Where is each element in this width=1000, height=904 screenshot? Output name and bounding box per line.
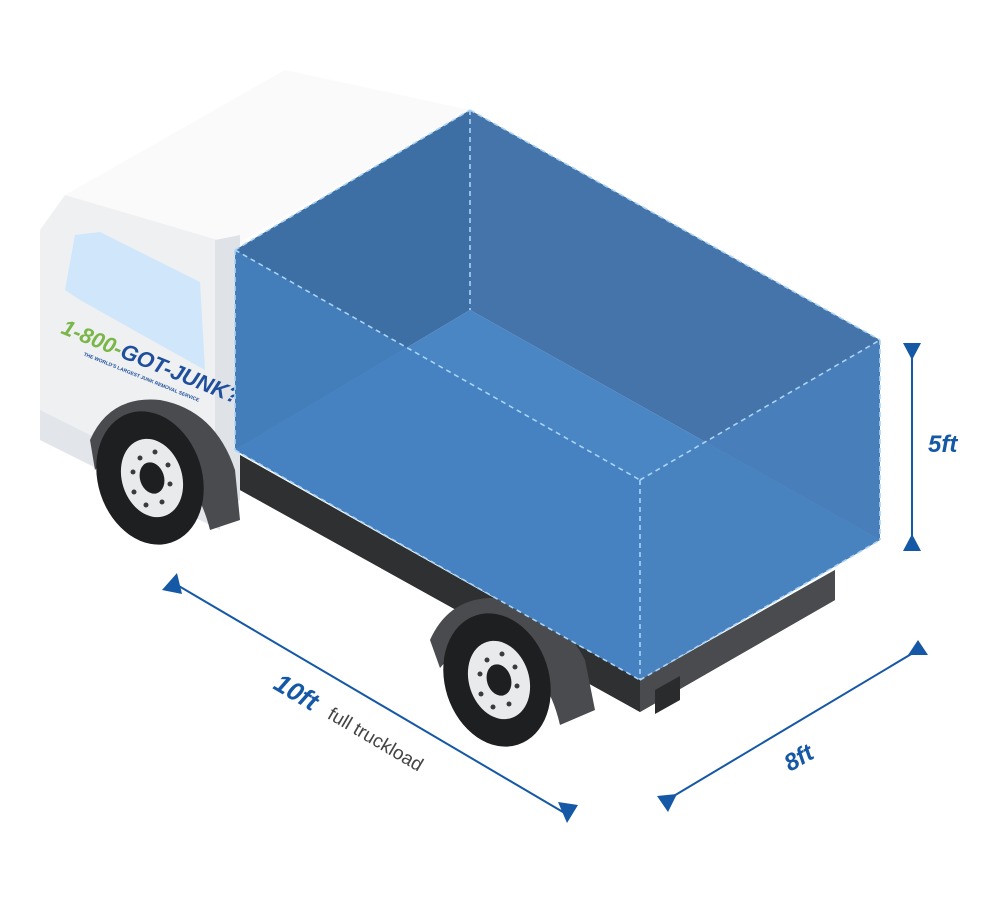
cab-window bbox=[65, 232, 205, 370]
front-wheel bbox=[90, 399, 240, 545]
width-arrow-end bbox=[908, 640, 928, 655]
cargo-near-wall bbox=[235, 250, 640, 680]
length-note: full truckload bbox=[324, 704, 427, 776]
cargo-end-wall bbox=[640, 340, 880, 680]
cargo-box bbox=[234, 109, 881, 681]
width-arrow-line bbox=[666, 649, 919, 801]
width-arrow-start bbox=[657, 794, 677, 812]
length-arrow-end bbox=[558, 802, 578, 823]
height-arrow-bottom bbox=[903, 534, 921, 551]
length-arrow-start bbox=[162, 573, 182, 594]
width-label: 8ft bbox=[780, 739, 820, 778]
length-arrow-line bbox=[171, 581, 569, 816]
height-label: 5ft bbox=[928, 431, 958, 458]
height-arrow-top bbox=[903, 343, 921, 360]
length-label: 10ft bbox=[269, 667, 325, 717]
height-dimension: 5ft bbox=[903, 343, 958, 551]
